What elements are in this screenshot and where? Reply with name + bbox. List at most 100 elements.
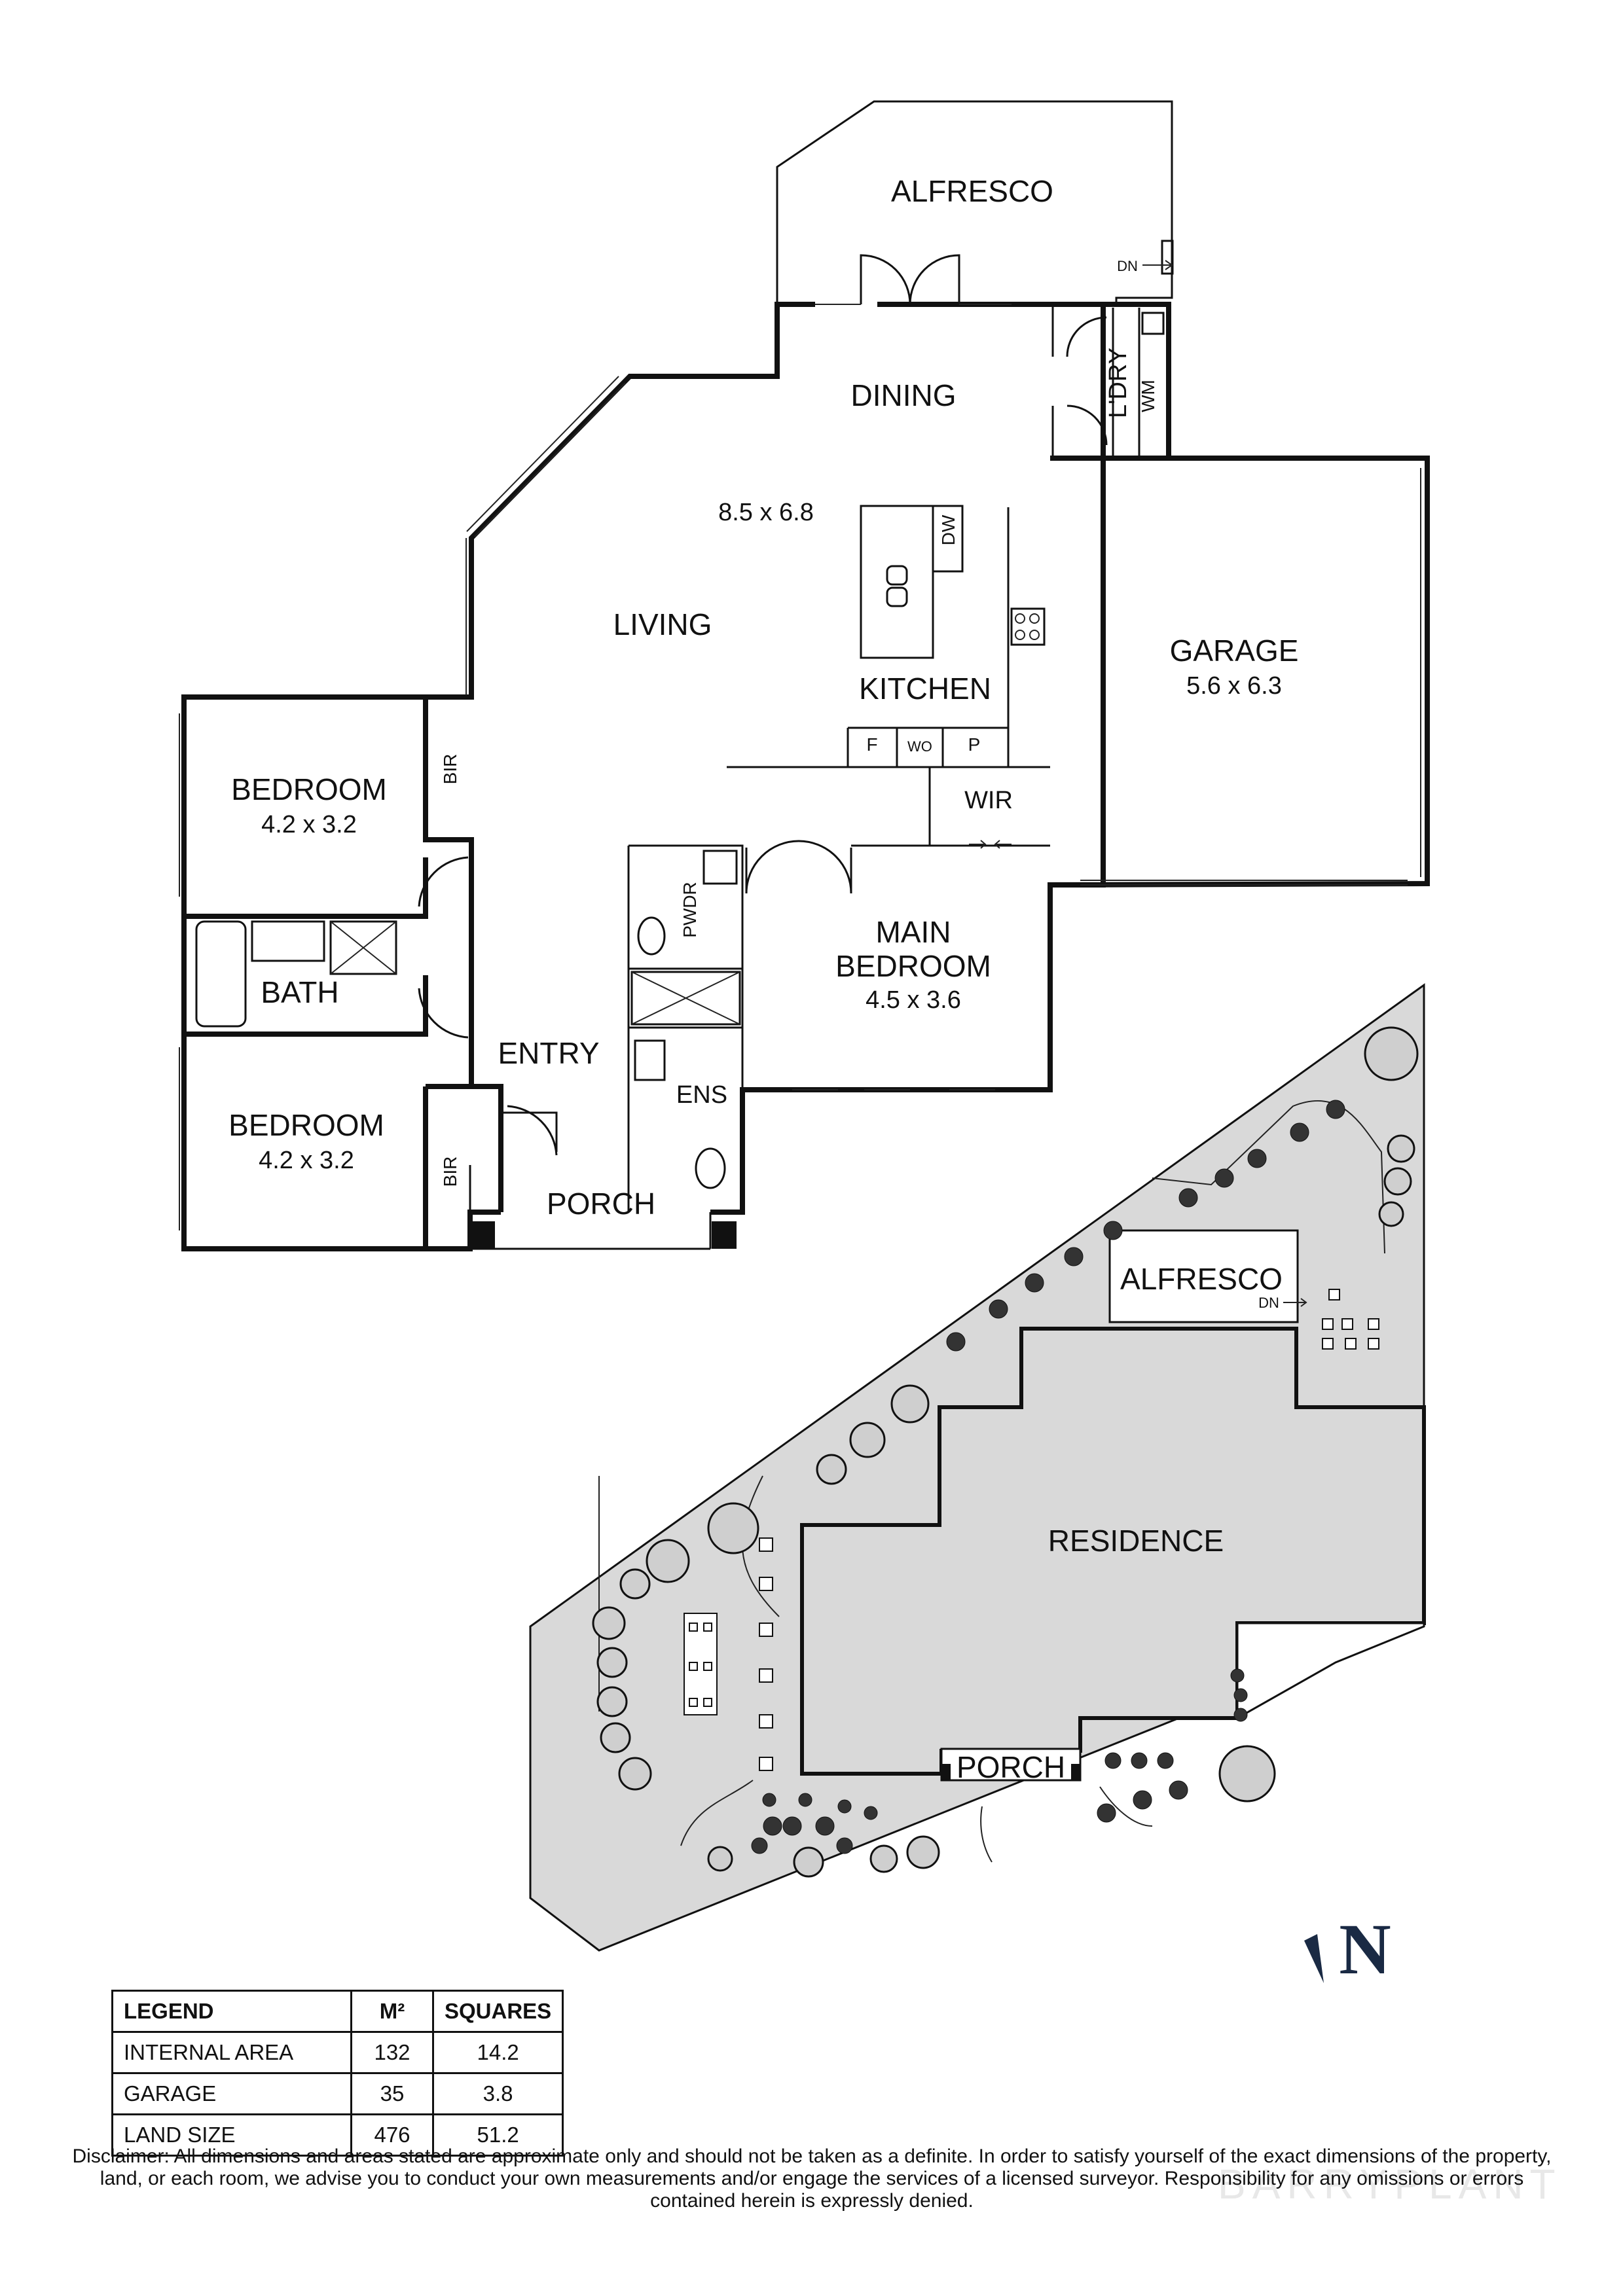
- shrub-icon: [836, 1837, 853, 1854]
- shrub-icon: [1214, 1168, 1234, 1188]
- living-window: [474, 382, 626, 537]
- tree-icon: [1387, 1134, 1415, 1163]
- shrub-icon: [1230, 1668, 1245, 1683]
- burner-4: [1029, 630, 1040, 640]
- ens-shower: [630, 971, 741, 1026]
- shrub-icon: [1290, 1122, 1309, 1142]
- tree-icon: [707, 1846, 733, 1872]
- pot-icon: [1341, 1318, 1353, 1330]
- bedroom-doors: [418, 856, 558, 1156]
- label-bedroom1: BEDROOM: [231, 772, 387, 806]
- site-label-porch: PORCH: [957, 1750, 1065, 1784]
- site-trees: [592, 1026, 1419, 1878]
- label-bir1: BIR: [440, 754, 460, 785]
- shrub-icon: [864, 1806, 878, 1820]
- shrub-icon: [1133, 1790, 1152, 1810]
- site-label-dn: DN: [1258, 1295, 1279, 1311]
- garden-path-2: [680, 1780, 1153, 1863]
- burner-3: [1015, 630, 1025, 640]
- legend-row-label: INTERNAL AREA: [111, 2031, 352, 2074]
- chair-icon: [689, 1623, 698, 1632]
- shrub-icon: [1169, 1780, 1188, 1800]
- shrub-icon: [1247, 1149, 1267, 1168]
- table-row: GARAGE 35 3.8: [111, 2072, 564, 2115]
- legend-row-label: GARAGE: [111, 2072, 352, 2115]
- tree-icon: [646, 1539, 690, 1583]
- shrub-icon: [798, 1793, 812, 1807]
- tree-icon: [1364, 1026, 1419, 1081]
- pwdr-basin: [702, 850, 738, 885]
- bath-shower-x2: [330, 921, 397, 975]
- table-row: LAND SIZE 476 51.2: [111, 2113, 564, 2157]
- shrub-icon: [1157, 1752, 1174, 1769]
- label-dn: DN: [1117, 258, 1138, 274]
- wir-walls: [851, 767, 1050, 847]
- alfresco-outline: [776, 100, 1173, 304]
- site-plan: ALFRESCO DN RESIDENCE PORCH: [529, 983, 1426, 1952]
- label-main-bedroom-1: MAIN: [876, 915, 951, 949]
- label-kitchen: KITCHEN: [859, 672, 991, 706]
- legend-row-label: LAND SIZE: [111, 2113, 352, 2157]
- shrub-icon: [946, 1332, 966, 1352]
- legend-row-m2: 35: [350, 2072, 434, 2115]
- label-dining: DINING: [851, 378, 957, 412]
- table-row: INTERNAL AREA 132 14.2: [111, 2031, 564, 2074]
- label-living: LIVING: [613, 607, 712, 641]
- site-alfresco: [1108, 1229, 1299, 1323]
- legend-row-squares: 51.2: [431, 2113, 564, 2157]
- chair-icon: [703, 1698, 712, 1707]
- kitchen-partition: [727, 726, 1050, 768]
- kitchen-island: [860, 505, 934, 659]
- label-bedroom1-dims: 4.2 x 3.2: [261, 811, 357, 838]
- label-wm: WM: [1138, 380, 1158, 412]
- disclaimer-text: Disclaimer: All dimensions and areas sta…: [72, 2145, 1552, 2212]
- pot-icon: [1345, 1338, 1357, 1350]
- label-living-dims: 8.5 x 6.8: [718, 499, 814, 526]
- legend-header-m2: M²: [350, 1990, 434, 2033]
- site-shrubs: [751, 1100, 1345, 1854]
- bedroom-walls: [184, 857, 471, 1249]
- legend-row-m2: 132: [350, 2031, 434, 2074]
- chair-icon: [703, 1623, 712, 1632]
- shower-x2: [631, 971, 740, 1025]
- pwdr-ens-walls: [627, 844, 744, 1212]
- label-ldry: L'DRY: [1104, 348, 1132, 418]
- tree-icon: [906, 1835, 940, 1869]
- shrub-icon: [1233, 1688, 1248, 1702]
- bath-vanity: [251, 920, 325, 962]
- label-bedroom2-dims: 4.2 x 3.2: [259, 1147, 354, 1174]
- shrub-icon: [989, 1299, 1008, 1319]
- label-main-bedroom-2: BEDROOM: [835, 949, 991, 983]
- shrub-icon: [815, 1816, 835, 1836]
- tree-icon: [1383, 1167, 1412, 1196]
- bathtub: [195, 920, 247, 1028]
- site-porch: [940, 1748, 1082, 1782]
- porch-outline: [469, 1111, 712, 1250]
- tree-icon: [793, 1846, 824, 1878]
- pot-icon: [1322, 1338, 1334, 1350]
- porch-post-right: [712, 1221, 737, 1249]
- pot-icon: [759, 1577, 773, 1591]
- dining-door: [860, 254, 960, 305]
- pot-icon: [1322, 1318, 1334, 1330]
- label-garage: GARAGE: [1170, 634, 1299, 668]
- ens-toilet: [695, 1147, 726, 1189]
- label-pwdr: PWDR: [680, 882, 700, 938]
- tree-icon: [849, 1422, 886, 1458]
- watermark: BARRYPLANT: [1218, 2161, 1562, 2208]
- label-alfresco: ALFRESCO: [891, 174, 1053, 208]
- legend-row-squares: 14.2: [431, 2031, 564, 2074]
- site-porch-post-right: [1071, 1764, 1080, 1780]
- legend-table: LEGEND M² SQUARES INTERNAL AREA 132 14.2…: [111, 1990, 564, 2157]
- tree-icon: [1218, 1745, 1276, 1803]
- label-pantry: P: [968, 734, 981, 755]
- dishwasher: [932, 505, 964, 573]
- chair-icon: [689, 1662, 698, 1671]
- label-wir: WIR: [964, 787, 1013, 814]
- main-bedroom-door: [745, 840, 852, 894]
- living-window-inner: [466, 376, 619, 532]
- tree-icon: [890, 1384, 930, 1424]
- label-garage-dims: 5.6 x 6.3: [1186, 672, 1282, 700]
- legend-header-squares: SQUARES: [431, 1990, 564, 2033]
